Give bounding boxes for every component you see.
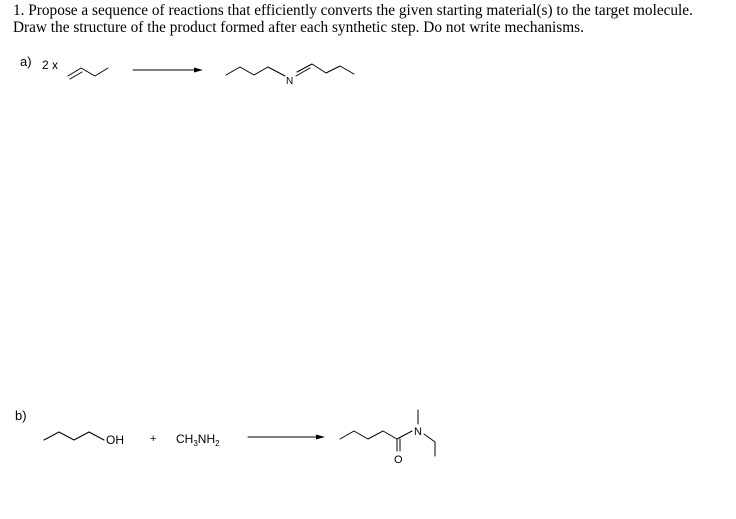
amine-subscript-1: 3 xyxy=(193,439,198,448)
part-b-plus-sign: + xyxy=(150,433,156,445)
amine-subscript-2: 2 xyxy=(215,439,220,448)
part-b-hydroxyl-label: OH xyxy=(106,433,124,447)
part-a-imine-product xyxy=(225,63,355,77)
part-b-label: b) xyxy=(15,408,27,423)
part-b-amide-product xyxy=(339,409,436,457)
part-b-amine-reagent: CH3NH2 xyxy=(176,432,220,448)
amine-middle: NH xyxy=(198,432,215,446)
part-a-reaction-arrow xyxy=(132,67,203,73)
amine-prefix: CH xyxy=(176,432,193,446)
part-b-reaction-arrow xyxy=(247,434,325,440)
part-a-label: a) xyxy=(20,54,32,69)
question-prompt: 1. Propose a sequence of reactions that … xyxy=(13,2,728,36)
part-b-nitrogen-label: N xyxy=(414,426,422,438)
part-a-multiplier: 2 x xyxy=(42,58,59,72)
part-b-alcohol-skeleton xyxy=(43,431,105,441)
question-line-1: 1. Propose a sequence of reactions that … xyxy=(13,2,693,19)
part-a-nitrogen-label: N xyxy=(286,76,293,87)
part-b-oxygen-label: O xyxy=(394,454,403,466)
question-line-2: Draw the structure of the product formed… xyxy=(13,19,584,36)
part-a-starting-alkene xyxy=(67,67,109,80)
